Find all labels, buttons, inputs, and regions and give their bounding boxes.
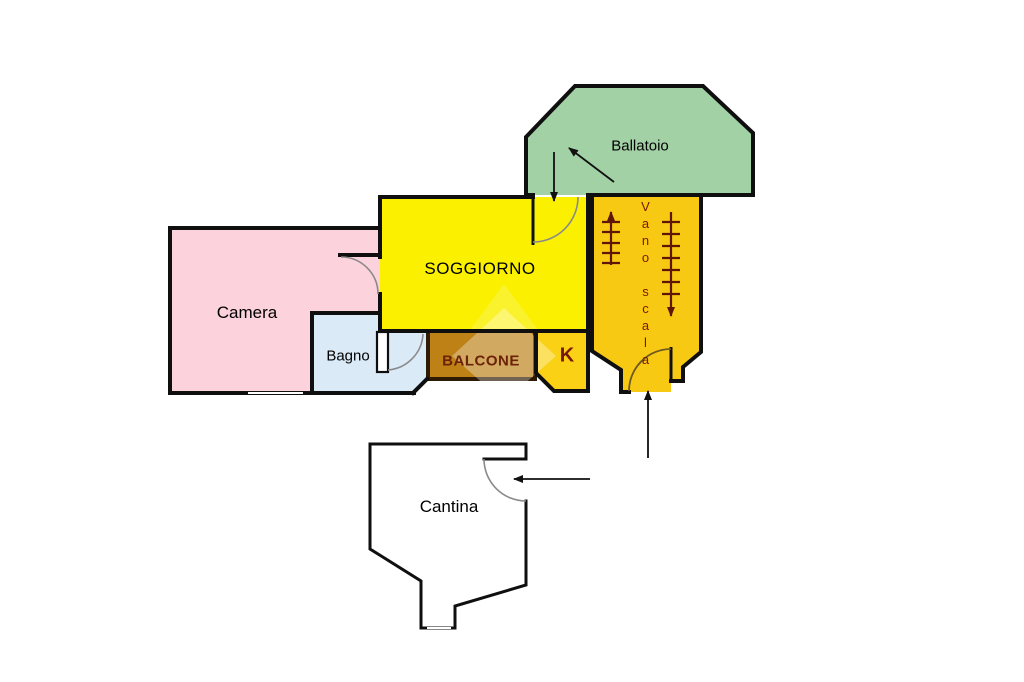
- room-label-camera: Camera: [216, 303, 278, 322]
- room-vano-scala-shape: [592, 195, 701, 392]
- room-label-soggiorno: SOGGIORNO: [424, 259, 536, 278]
- room-label-ballatoio: Ballatoio: [611, 137, 669, 155]
- room-label-balcone: BALCONE: [442, 352, 520, 370]
- room-kitchen-shape: [536, 331, 588, 391]
- door-leaf-bagno: [375, 330, 390, 374]
- stair-symbols: [602, 211, 680, 317]
- room-ballatoio-shape: [526, 86, 753, 195]
- wall-vano-scala-right: [669, 193, 703, 383]
- watermark-logo: [452, 284, 556, 402]
- room-label-kitchen: K: [559, 344, 575, 367]
- flow-arrows: [513, 147, 652, 483]
- door-swing-soggiorno: [532, 196, 579, 243]
- room-soggiorno-shape: [380, 197, 588, 331]
- room-label-bagno: Bagno: [326, 347, 370, 365]
- door-swing-camera: [340, 256, 379, 295]
- door-swing-cantina: [483, 458, 527, 502]
- room-label-vano-scala: Vano scala: [638, 199, 653, 369]
- wall-kitchen: [534, 329, 590, 393]
- stair-up-treads: [602, 220, 620, 265]
- wall-ballatoio: [524, 84, 755, 197]
- room-fills: [170, 86, 753, 628]
- walls: [168, 84, 755, 630]
- wall-bagno: [310, 311, 430, 396]
- wall-vano-scala-left: [590, 193, 631, 394]
- room-cantina-shape: [370, 444, 526, 628]
- stair-down-treads: [662, 220, 680, 296]
- room-label-cantina: Cantina: [419, 497, 479, 516]
- ballatoio-diagonal-arrow: [568, 147, 615, 183]
- door-swing-bagno: [387, 333, 424, 371]
- door-swing-vano-scala: [628, 348, 672, 392]
